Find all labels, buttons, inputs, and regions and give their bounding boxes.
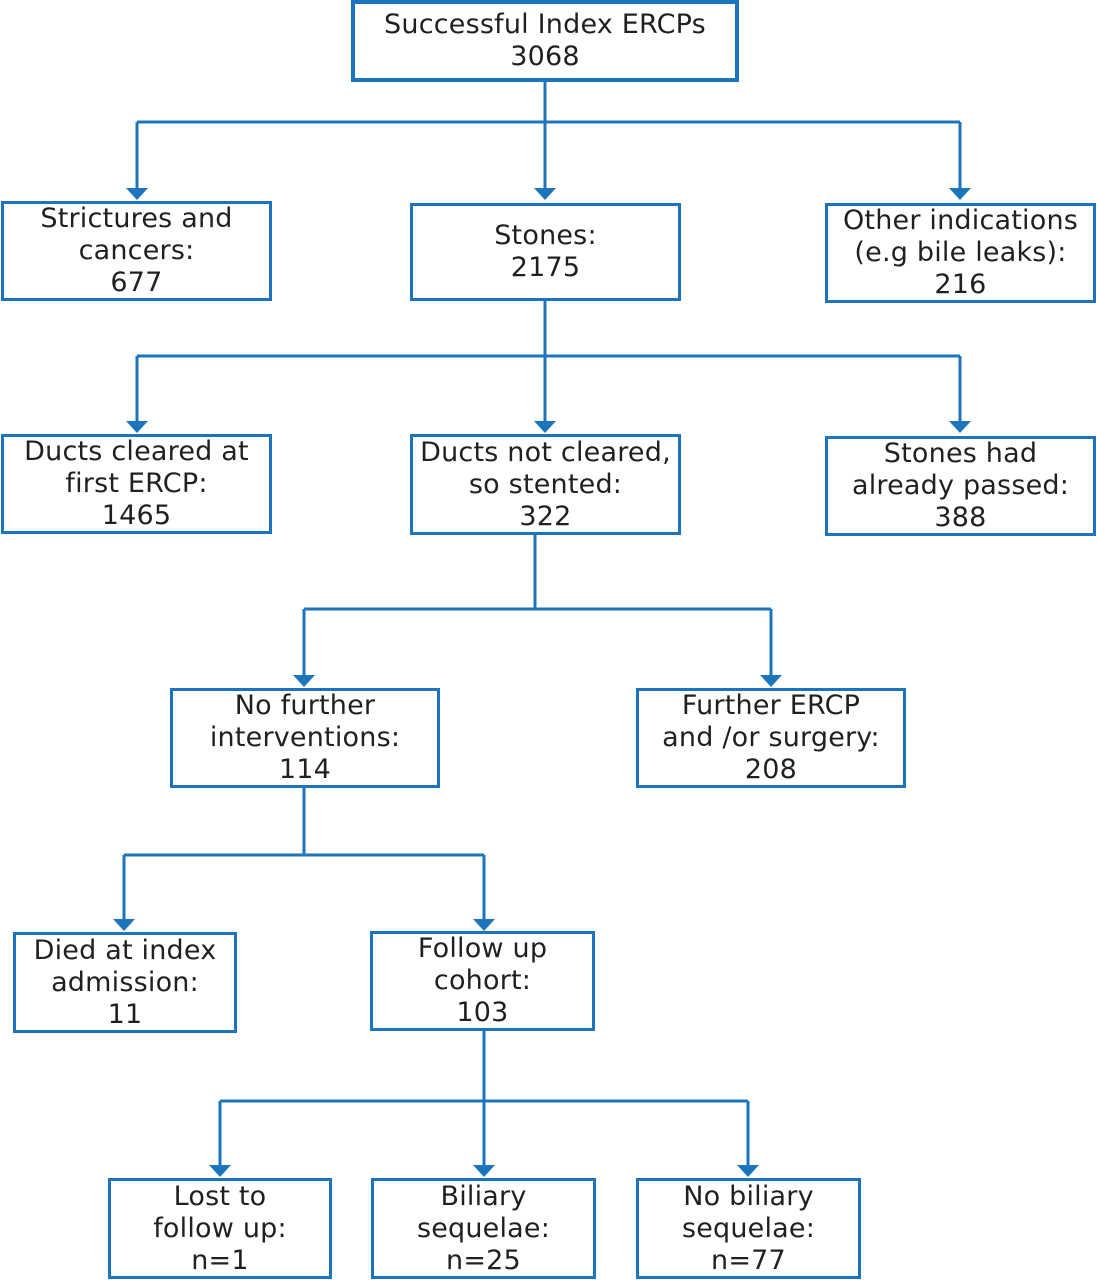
arrow-head xyxy=(126,188,148,200)
node-count: n=25 xyxy=(446,1244,521,1276)
node-stones-already-passed: Stones had already passed: 388 xyxy=(825,436,1096,536)
node-line: Died at index xyxy=(33,934,217,966)
node-count: 677 xyxy=(110,267,163,298)
node-line: follow up: xyxy=(153,1212,287,1244)
arrow-head xyxy=(126,421,148,433)
arrow-head xyxy=(113,919,135,931)
node-line: Follow up xyxy=(417,933,548,964)
node-count: 208 xyxy=(744,754,798,785)
arrow-head xyxy=(209,1165,231,1177)
node-count: 114 xyxy=(278,754,332,785)
node-no-biliary-sequelae: No biliary sequelae: n=77 xyxy=(636,1178,861,1279)
node-count: 322 xyxy=(519,500,572,532)
node-line: cancers: xyxy=(78,235,195,266)
arrow-head xyxy=(949,188,971,200)
node-line: Stones: xyxy=(494,220,597,251)
node-died-at-index-admission: Died at index admission: 11 xyxy=(13,932,237,1033)
node-line: interventions: xyxy=(209,722,401,753)
node-line: admission: xyxy=(51,966,199,998)
node-ducts-not-cleared: Ducts not cleared, so stented: 322 xyxy=(410,434,681,535)
node-line: Ducts not cleared, xyxy=(420,436,671,468)
node-count: 1465 xyxy=(101,500,172,531)
node-line: sequelae: xyxy=(416,1212,551,1244)
node-count: 216 xyxy=(934,269,987,300)
node-line: Stones had xyxy=(883,438,1038,469)
node-count: n=1 xyxy=(191,1244,249,1276)
arrow-head xyxy=(534,188,556,200)
node-line: Successful Index ERCPs xyxy=(384,9,706,40)
node-line: Further ERCP xyxy=(681,690,861,721)
node-other-indications: Other indications (e.g bile leaks): 216 xyxy=(825,203,1096,303)
arrow-head xyxy=(473,919,495,931)
arrow-head xyxy=(949,421,971,433)
node-count: 103 xyxy=(456,997,509,1028)
node-line: Biliary xyxy=(440,1180,527,1212)
node-stones: Stones: 2175 xyxy=(410,203,681,301)
node-line: sequelae: xyxy=(681,1212,816,1244)
node-line: (e.g bile leaks): xyxy=(854,237,1067,268)
node-line: cohort: xyxy=(433,965,532,996)
node-line: first ERCP: xyxy=(65,468,208,499)
node-strictures-and-cancers: Strictures and cancers: 677 xyxy=(1,201,272,301)
node-line: and /or surgery: xyxy=(662,722,880,753)
node-line: Ducts cleared at xyxy=(24,436,249,467)
arrow-head xyxy=(473,1165,495,1177)
node-line: Other indications xyxy=(842,205,1079,236)
arrow-head xyxy=(760,675,782,687)
node-count: 2175 xyxy=(510,252,581,283)
arrow-head xyxy=(534,421,556,433)
node-count: 388 xyxy=(934,502,987,533)
node-no-further-interventions: No further interventions: 114 xyxy=(170,688,440,788)
node-lost-to-follow-up: Lost to follow up: n=1 xyxy=(108,1178,332,1279)
arrow-head xyxy=(737,1165,759,1177)
node-line: Strictures and xyxy=(40,203,233,234)
arrow-head xyxy=(293,675,315,687)
node-count: n=77 xyxy=(711,1244,786,1276)
node-follow-up-cohort: Follow up cohort: 103 xyxy=(370,931,595,1031)
node-further-ercp-or-surgery: Further ERCP and /or surgery: 208 xyxy=(636,688,906,788)
node-line: Lost to xyxy=(173,1180,267,1212)
node-biliary-sequelae: Biliary sequelae: n=25 xyxy=(371,1178,596,1279)
node-line: so stented: xyxy=(468,468,623,500)
node-line: No biliary xyxy=(683,1180,814,1212)
node-successful-index-ercps: Successful Index ERCPs 3068 xyxy=(351,0,739,82)
node-line: No further xyxy=(234,690,376,721)
node-count: 11 xyxy=(107,998,143,1030)
node-ducts-cleared: Ducts cleared at first ERCP: 1465 xyxy=(1,434,272,534)
node-line: already passed: xyxy=(851,470,1070,501)
node-count: 3068 xyxy=(510,41,580,72)
